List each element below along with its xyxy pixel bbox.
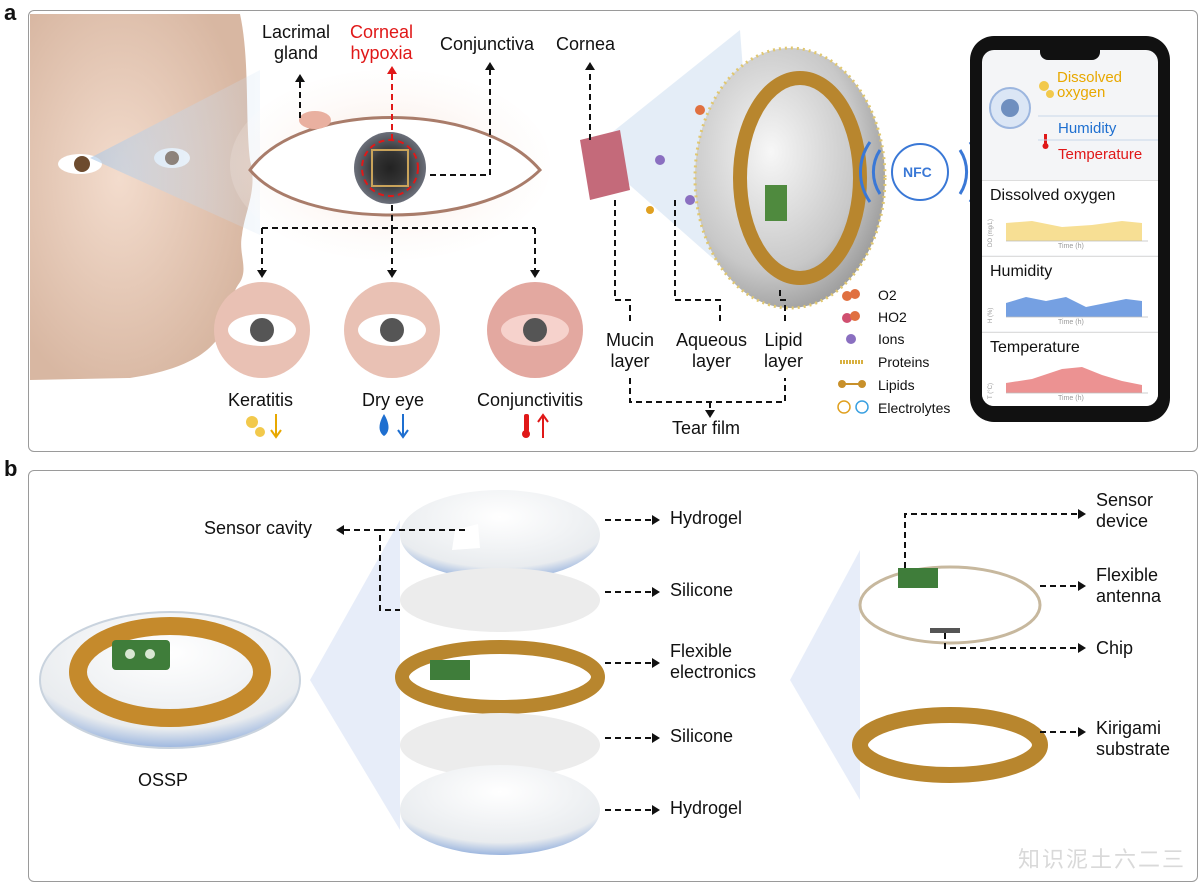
conjunctivitis-eye	[487, 282, 583, 378]
expansion-cone-right	[790, 550, 860, 800]
phone-header-art	[989, 81, 1158, 149]
layer-flexible-electronics	[395, 640, 605, 714]
sensor-cavity-label: Sensor cavity	[204, 518, 313, 538]
label-sensor-device: Sensor device	[1096, 490, 1154, 531]
label-lacrimal-gland: Lacrimal gland	[262, 22, 331, 63]
ossp-lens	[39, 611, 301, 749]
nfc-label: NFC	[903, 164, 932, 180]
layer-silicone-bottom	[400, 713, 600, 777]
layer-aqueous: Aqueous layer	[676, 330, 748, 371]
panel-b-label: b	[4, 456, 18, 481]
chart-title-oxygen: Dissolved oxygen	[990, 187, 1116, 204]
condition-keratitis: Keratitis	[228, 390, 294, 410]
conjunctivitis-temp-up-icon	[522, 413, 549, 438]
tear-tissue	[580, 130, 630, 200]
metric-dissolved-oxygen: Dissolved oxygen	[1057, 69, 1123, 101]
label-kirigami-substrate: Kirigami substrate	[1096, 718, 1171, 759]
chart-title-temperature: Temperature	[990, 339, 1080, 356]
chart-card-oxygen: Dissolved oxygen Time (h) DO (mg/L)	[982, 180, 1158, 255]
watermark: 知识泥土六二三	[1017, 847, 1186, 872]
layer-mucin: Mucin layer	[606, 330, 655, 371]
layer-label-hydrogel-top: Hydrogel	[670, 508, 743, 528]
layer-label-silicone-top: Silicone	[670, 580, 734, 600]
view-beam	[90, 70, 260, 235]
panel-a-label: a	[4, 0, 17, 25]
chart-oxygen	[1006, 221, 1148, 242]
metric-humidity: Humidity	[1058, 120, 1117, 137]
label-cornea: Cornea	[556, 34, 616, 54]
label-corneal-hypoxia: Corneal hypoxia	[350, 22, 414, 63]
legend-ho2: HO2	[878, 309, 907, 325]
chart-xlabel-humidity: Time (h)	[1058, 319, 1084, 326]
metric-temperature: Temperature	[1058, 146, 1143, 163]
dry-eye-eye	[344, 282, 440, 378]
dry-eye-humidity-down-icon	[379, 414, 409, 439]
layer-label-silicone-bottom: Silicone	[670, 726, 734, 746]
chart-humidity	[1006, 297, 1148, 318]
condition-conjunctivitis: Conjunctivitis	[477, 390, 584, 410]
layer-label-hydrogel-bottom: Hydrogel	[670, 798, 743, 818]
expansion-cone-left	[310, 520, 400, 830]
chart-temperature	[1006, 367, 1148, 394]
chart-card-humidity: Humidity Time (h) H (%)	[982, 256, 1158, 331]
layer-hydrogel-bottom	[400, 765, 600, 855]
legend-lipids: Lipids	[878, 377, 915, 393]
condition-dry-eye: Dry eye	[362, 390, 425, 410]
smartphone: Dissolved oxygen Humidity Temperature Di…	[970, 36, 1170, 422]
ossp-label: OSSP	[138, 770, 189, 790]
sensor-device-ring	[858, 565, 1042, 645]
keratitis-eye	[214, 282, 310, 378]
layer-label-flexible-electronics: Flexible electronics	[670, 641, 757, 682]
chart-xlabel-oxygen: Time (h)	[1058, 243, 1084, 250]
layer-silicone-top	[400, 568, 600, 632]
legend-o2: O2	[878, 287, 897, 303]
layer-hydrogel-top	[400, 490, 600, 580]
chart-title-humidity: Humidity	[990, 263, 1053, 280]
chart-xlabel-temperature: Time (h)	[1058, 395, 1084, 402]
eyeball	[693, 46, 887, 310]
layer-lipid: Lipid layer	[764, 330, 804, 371]
legend-proteins: Proteins	[878, 354, 930, 370]
chart-card-temperature: Temperature Time (h) T (°C)	[982, 332, 1158, 406]
tear-film-label: Tear film	[672, 418, 741, 438]
label-chip: Chip	[1096, 638, 1134, 658]
phone-notch	[1040, 50, 1100, 60]
kirigami-substrate	[852, 707, 1048, 783]
phone-screen: Dissolved oxygen Humidity Temperature Di…	[982, 50, 1158, 406]
label-flexible-antenna: Flexible antenna	[1096, 565, 1162, 606]
label-conjunctiva: Conjunctiva	[440, 34, 535, 54]
keratitis-oxygen-down-icon	[246, 414, 282, 439]
legend-electrolytes: Electrolytes	[878, 400, 951, 416]
legend-ions: Ions	[878, 331, 905, 347]
